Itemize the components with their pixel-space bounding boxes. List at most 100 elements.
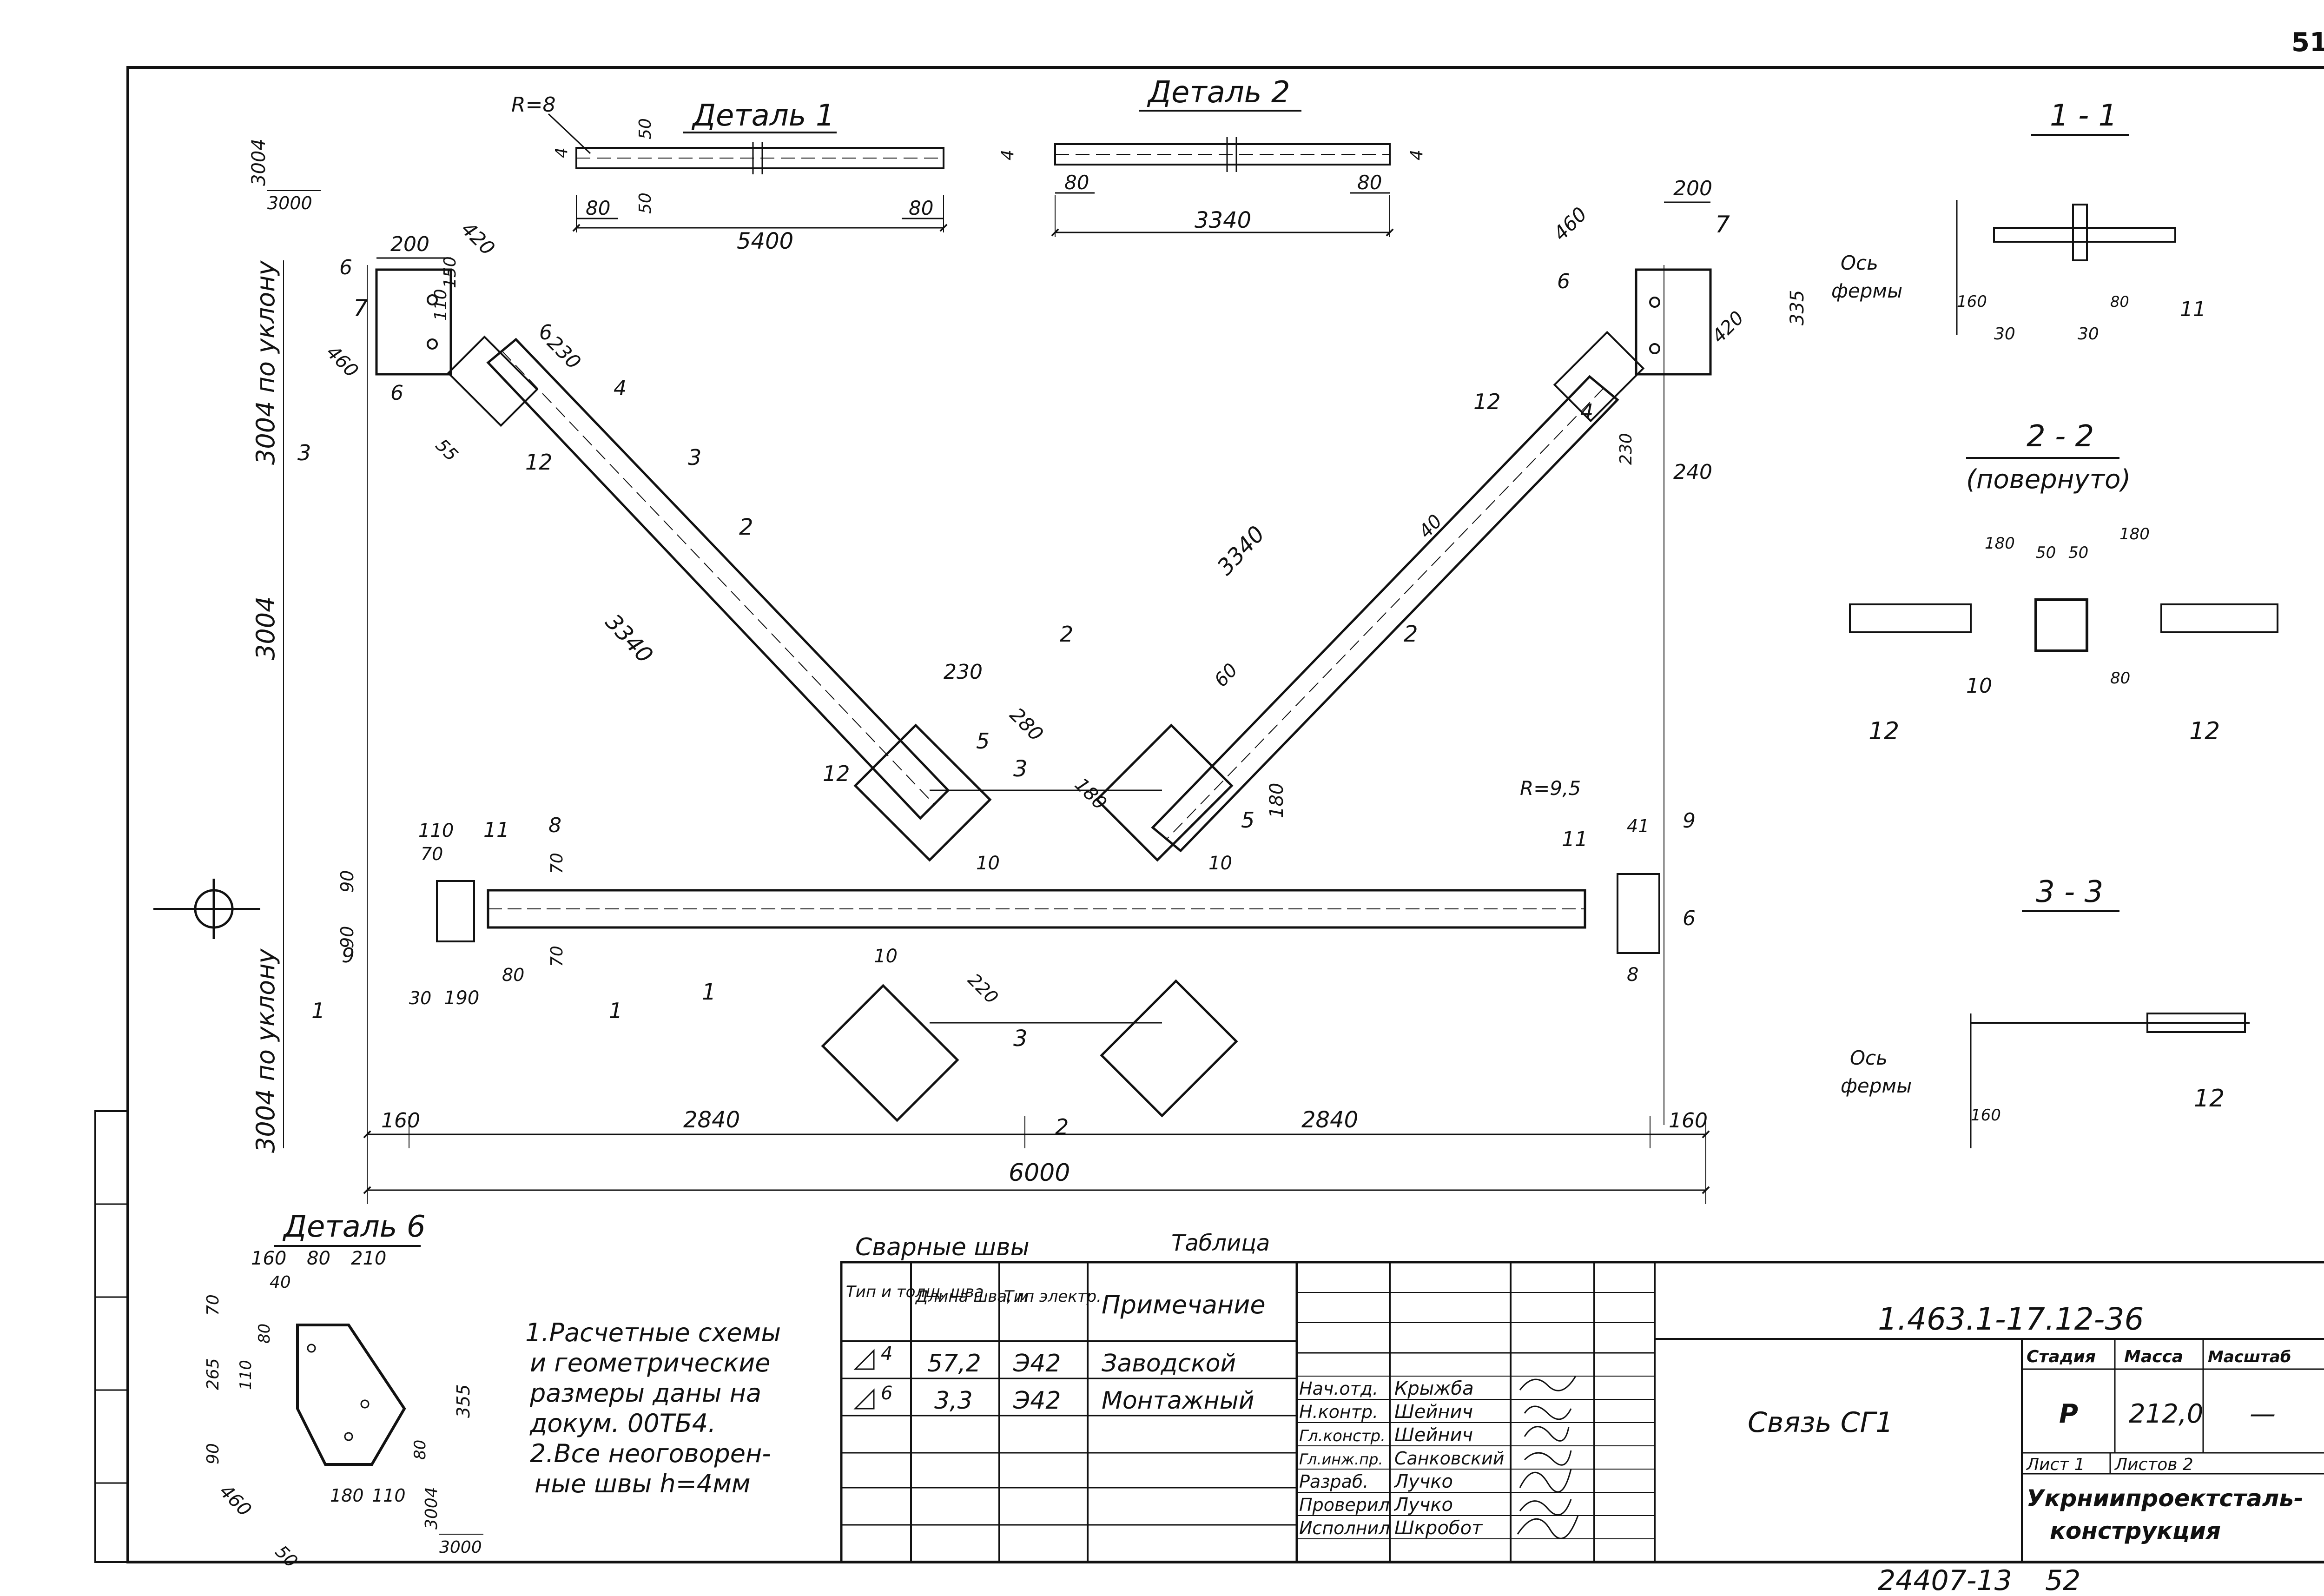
detail-2-title: Деталь 2 bbox=[1147, 75, 1290, 110]
dim-3004-tl: 3004 bbox=[248, 139, 270, 186]
label-8-right: 8 bbox=[1627, 964, 1638, 986]
signature-1 bbox=[1519, 1376, 1577, 1391]
dim-3340-d2: 3340 bbox=[1195, 207, 1251, 233]
section-1-1-title: 1 - 1 bbox=[2050, 99, 2117, 133]
note-line-1: 1.Расчетные схемы bbox=[525, 1318, 781, 1347]
weld-symbol-icon bbox=[853, 1349, 875, 1370]
section-3-right-mark: 3 bbox=[688, 445, 701, 470]
brace-diagonal-left bbox=[486, 338, 950, 820]
signature-4 bbox=[1524, 1450, 1572, 1466]
dim-80-d2-left: 80 bbox=[1064, 171, 1089, 194]
dim-240-tr: 240 bbox=[1673, 460, 1712, 484]
note-line-6: ные швы h=4мм bbox=[535, 1469, 751, 1498]
welds-table-title: Сварные швы bbox=[855, 1233, 1030, 1261]
weld-row2-note: Монтажный bbox=[1102, 1387, 1254, 1415]
dim-3000-tl: 3000 bbox=[267, 193, 312, 213]
section-1-right-mark: 1 bbox=[609, 998, 622, 1023]
label-7-left: 7 bbox=[353, 295, 368, 322]
role-3: Гл.констр. bbox=[1299, 1427, 1386, 1445]
end-plate-left bbox=[436, 880, 475, 942]
note-line-5: 2.Все неоговорен- bbox=[530, 1439, 771, 1468]
axis-label-s33-b: фермы bbox=[1841, 1074, 1912, 1097]
dim-150-tl: 150 bbox=[441, 256, 460, 288]
label-12-tr: 12 bbox=[1473, 389, 1501, 414]
dim-30-left: 30 bbox=[409, 988, 431, 1008]
label-3-top: 3 bbox=[1013, 756, 1028, 782]
role-2: Н.контр. bbox=[1299, 1402, 1378, 1422]
dim-50-s22-b: 50 bbox=[2068, 543, 2088, 562]
role-6-name: Лучко bbox=[1393, 1494, 1453, 1516]
dim-335-tr: 335 bbox=[1787, 290, 1808, 325]
dim-80-right: 80 bbox=[909, 197, 933, 219]
dim-110-d6: 110 bbox=[237, 1360, 255, 1390]
dim-4-d2r: 4 bbox=[1407, 150, 1426, 160]
dim-6000: 6000 bbox=[1009, 1159, 1070, 1187]
dim-220-center: 220 bbox=[964, 969, 1002, 1007]
mass-value: 212,0 bbox=[2129, 1399, 2203, 1429]
signature-5 bbox=[1519, 1469, 1572, 1493]
dim-160-s11: 160 bbox=[1957, 292, 1987, 311]
label-11-s11: 11 bbox=[2180, 298, 2206, 321]
dim-460-tl: 460 bbox=[322, 342, 363, 382]
dim-230-tr: 230 bbox=[1617, 433, 1636, 465]
page-number: 51 bbox=[2291, 27, 2324, 58]
dim-160-right: 160 bbox=[1669, 1109, 1708, 1132]
gusset-plate-top-left bbox=[375, 268, 452, 376]
dim-160-d6: 160 bbox=[251, 1248, 286, 1269]
archive-number: 24407-13 bbox=[1878, 1564, 2012, 1596]
dim-50-d6: 50 bbox=[271, 1541, 302, 1571]
dim-3340-left-brace: 3340 bbox=[600, 609, 658, 669]
org-line-2: конструкция bbox=[2050, 1517, 2221, 1544]
axis-label-s11-b: фермы bbox=[1831, 279, 1902, 302]
dim-70-left-chord-b: 70 bbox=[548, 946, 567, 967]
section-1-left-mark: 1 bbox=[311, 998, 325, 1023]
dim-2840-left: 2840 bbox=[683, 1107, 740, 1133]
weld-header-length: Длина шва, м bbox=[915, 1287, 1029, 1306]
dim-70-left-end: 70 bbox=[421, 844, 443, 864]
weld-row2-length: 3,3 bbox=[934, 1387, 973, 1415]
sheets-count: Листов 2 bbox=[2114, 1455, 2193, 1474]
drawing-frame bbox=[126, 66, 2324, 1563]
dim-r8: R=8 bbox=[511, 93, 555, 117]
label-2-left: 2 bbox=[739, 514, 753, 540]
dim-40-tr: 40 bbox=[1415, 510, 1446, 543]
dim-80-d6-v: 80 bbox=[255, 1324, 274, 1344]
dim-110-tl: 110 bbox=[431, 289, 450, 321]
dim-160-s33: 160 bbox=[1971, 1106, 2001, 1125]
dim-30-s11-a: 30 bbox=[1994, 324, 2015, 344]
section-2-2: 2 - 2 (повернуто) 180 50 50 180 80 10 12… bbox=[1849, 419, 2278, 745]
label-4-tl: 4 bbox=[614, 377, 627, 400]
signature-3 bbox=[1524, 1426, 1570, 1442]
dim-420-tr: 420 bbox=[1708, 307, 1749, 348]
label-10-b: 10 bbox=[1208, 853, 1232, 874]
role-4: Гл.инж.пр. bbox=[1299, 1450, 1383, 1468]
dim-4-d2l: 4 bbox=[998, 150, 1017, 160]
weld-header-type: Тип и толщ. шва bbox=[846, 1283, 984, 1301]
section-2-top-mark: 2 bbox=[1060, 622, 1073, 647]
section-2-2-title: 2 - 2 bbox=[2027, 419, 2094, 454]
weld-row1-electrode: Э42 bbox=[1013, 1350, 1061, 1377]
weld-symbol-icon-2 bbox=[853, 1388, 875, 1410]
role-2-name: Шейнич bbox=[1394, 1401, 1473, 1423]
dim-110-d6-b: 110 bbox=[372, 1485, 406, 1506]
dim-2840-right: 2840 bbox=[1301, 1107, 1358, 1133]
axis-label-s11-a: Ось bbox=[1841, 252, 1878, 274]
title-block: Нач.отд. Крыжба Н.контр. Шейнич Гл.конст… bbox=[1295, 1261, 2324, 1563]
label-3-bottom: 3 bbox=[1013, 1026, 1028, 1052]
brace-diagonal-right bbox=[1151, 375, 1619, 853]
detail-2: Деталь 2 3340 80 80 4 4 bbox=[998, 75, 1426, 237]
notes: 1.Расчетные схемы и геометрические разме… bbox=[525, 1318, 781, 1498]
label-9-right: 9 bbox=[1683, 809, 1696, 833]
stage-value: Р bbox=[2059, 1399, 2078, 1429]
role-1-name: Крыжба bbox=[1394, 1378, 1474, 1399]
dim-80-d2-right: 80 bbox=[1357, 171, 1382, 194]
role-3-name: Шейнич bbox=[1394, 1424, 1473, 1446]
dim-265-d6: 265 bbox=[204, 1358, 223, 1390]
label-11-left: 11 bbox=[483, 818, 509, 842]
dim-210-d6: 210 bbox=[351, 1248, 386, 1269]
role-4-name: Санковский bbox=[1394, 1448, 1505, 1469]
label-5-left: 5 bbox=[976, 728, 990, 754]
label-10-c: 10 bbox=[874, 946, 898, 967]
dim-41-right: 41 bbox=[1627, 816, 1649, 836]
dim-80-left: 80 bbox=[586, 197, 610, 219]
